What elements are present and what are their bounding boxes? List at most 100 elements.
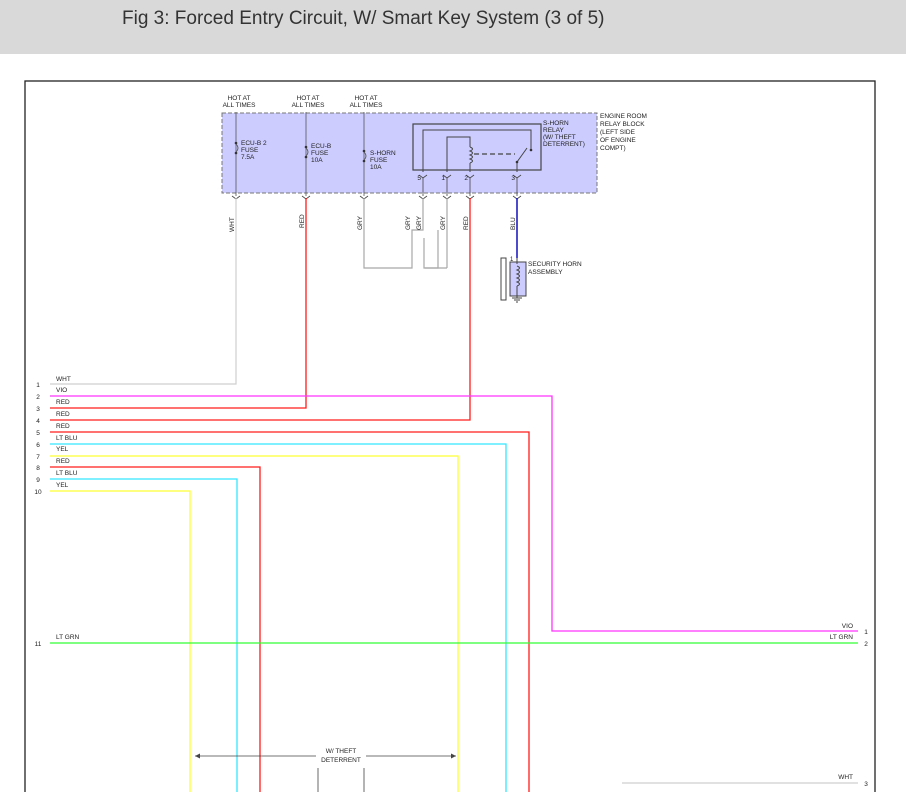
wire-red-ecu-b [50, 198, 307, 409]
wire-gry-loop [423, 230, 439, 269]
fuse-1-rating: 7.5A [241, 154, 255, 161]
relay-block-label: ENGINE ROOM RELAY BLOCK (LEFT SIDE OF EN… [600, 113, 647, 152]
left-wire-11: LT GRN [56, 634, 80, 641]
page-header: Fig 3: Forced Entry Circuit, W/ Smart Ke… [0, 0, 906, 54]
left-pin-3: 3 [36, 406, 40, 413]
horn-label-2: ASSEMBLY [528, 269, 563, 276]
horn-coil-icon [515, 265, 520, 287]
wire-yel-pin7 [50, 455, 459, 792]
theft-deterrent-line2: DETERRENT [321, 757, 361, 764]
left-pin-1: 1 [36, 382, 40, 389]
fuse-labels: ECU-B 2 FUSE 7.5A ECU-B FUSE 10A S-HORN … [241, 140, 396, 171]
right-wire-3: WHT [838, 774, 853, 781]
left-pin-4: 4 [36, 418, 40, 425]
power-label-1-line2: ALL TIMES [223, 102, 257, 109]
power-label-1-line1: HOT AT [228, 95, 251, 102]
fuse-2-rating: 10A [311, 157, 323, 164]
relay-note-2: DETERRENT) [543, 141, 585, 148]
power-label-3-line2: ALL TIMES [350, 102, 384, 109]
relay-block-line2: RELAY BLOCK [600, 121, 645, 128]
arrow-left-icon [195, 753, 200, 759]
wire-ltblu-pin9 [50, 478, 238, 792]
relay-box [412, 123, 542, 171]
wire-wht-ecu-b2 [50, 198, 237, 385]
vlabel-gry-1: GRY [357, 215, 364, 230]
relay-pin-1: 1 [441, 175, 445, 182]
vlabel-red-2: RED [463, 216, 470, 230]
left-pin-2: 2 [36, 394, 40, 401]
left-pin-10: 10 [34, 489, 42, 496]
left-pin-8: 8 [36, 465, 40, 472]
wire-ltblu-pin6 [50, 443, 507, 792]
fuse-3-icon [363, 151, 367, 161]
theft-deterrent-range: W/ THEFT DETERRENT [195, 744, 456, 792]
left-wire-2: VIO [56, 387, 67, 394]
horn-pin: 1 [510, 257, 514, 263]
fuse-1-name: ECU-B 2 [241, 140, 267, 147]
power-labels: HOT AT ALL TIMES HOT AT ALL TIMES HOT AT… [223, 95, 384, 109]
relay-coil-icon [468, 146, 473, 164]
left-connector: 1 WHT 2 VIO 3 RED 4 RED 5 RED 6 LT BLU 7… [34, 376, 79, 648]
fuse-2-name: ECU-B [311, 143, 331, 150]
fuse-2-icon [305, 147, 309, 157]
fuse-1-icon [235, 143, 239, 153]
left-wire-10: YEL [56, 482, 69, 489]
left-wire-8: RED [56, 458, 70, 465]
relay-block-line1: ENGINE ROOM [600, 113, 647, 120]
vlabel-gry-3: GRY [416, 215, 423, 230]
right-wire-1: VIO [842, 623, 853, 630]
horn-label-1: SECURITY HORN [528, 261, 582, 268]
fuse-3-rating: 10A [370, 164, 382, 171]
relay-pin-5: 5 [417, 175, 421, 182]
fuse-3-name: S-HORN [370, 150, 396, 157]
left-wire-9: LT BLU [56, 470, 78, 477]
left-wire-7: YEL [56, 446, 69, 453]
wire-red-relay-pin2 [50, 198, 471, 421]
s-horn-relay: S-HORN RELAY (W/ THEFT DETERRENT) [412, 120, 585, 172]
left-wire-1: WHT [56, 376, 71, 383]
wire-vio [50, 395, 858, 632]
right-pin-2: 2 [864, 641, 868, 648]
arrow-right-icon [451, 753, 456, 759]
left-wire-6: LT BLU [56, 435, 78, 442]
fuse-3-type: FUSE [370, 157, 388, 164]
security-horn-assembly: 1 SECURITY HORN ASSEMBLY [500, 257, 582, 303]
relay-switch-icon [516, 147, 528, 163]
left-pin-9: 9 [36, 477, 40, 484]
fuse-symbols [234, 141, 367, 163]
relay-pins: 5 1 2 3 [417, 175, 515, 182]
fuse-1-type: FUSE [241, 147, 259, 154]
power-label-2-line1: HOT AT [297, 95, 320, 102]
wire-yel-pin10 [50, 490, 191, 792]
page-title: Fig 3: Forced Entry Circuit, W/ Smart Ke… [122, 8, 605, 29]
relay-name: S-HORN [543, 120, 569, 127]
wire-red-pin5 [50, 431, 530, 792]
left-pin-6: 6 [36, 442, 40, 449]
left-wire-4: RED [56, 411, 70, 418]
right-connector: 1 VIO 2 LT GRN 3 WHT [830, 623, 868, 788]
vlabel-wht: WHT [229, 217, 236, 232]
vertical-wire-labels: WHT RED GRY GRY GRY GRY RED BLU [229, 214, 517, 232]
relay-block-line4: OF ENGINE [600, 137, 636, 144]
right-wire-2: LT GRN [830, 634, 854, 641]
diagram-frame [24, 80, 876, 792]
vlabel-gry-2: GRY [405, 215, 412, 230]
engine-room-relay-block [221, 112, 598, 194]
power-label-3-line1: HOT AT [355, 95, 378, 102]
relay-pin-3: 3 [511, 175, 515, 182]
relay-block-line3: (LEFT SIDE [600, 129, 636, 136]
left-pin-7: 7 [36, 454, 40, 461]
right-pin-3: 3 [864, 781, 868, 788]
wire-red-pin8 [50, 466, 261, 792]
wire-gry-shorn-to-pin5 [363, 198, 424, 269]
vlabel-blu: BLU [510, 217, 517, 230]
relay-block-line5: COMPT) [600, 145, 626, 152]
relay-note-1: (W/ THEFT [543, 134, 576, 141]
relay-type: RELAY [543, 127, 564, 134]
left-wire-5: RED [56, 423, 70, 430]
left-pin-11: 11 [35, 641, 42, 648]
relay-pin-2: 2 [464, 175, 468, 182]
left-pin-5: 5 [36, 430, 40, 437]
vlabel-gry-4: GRY [440, 215, 447, 230]
